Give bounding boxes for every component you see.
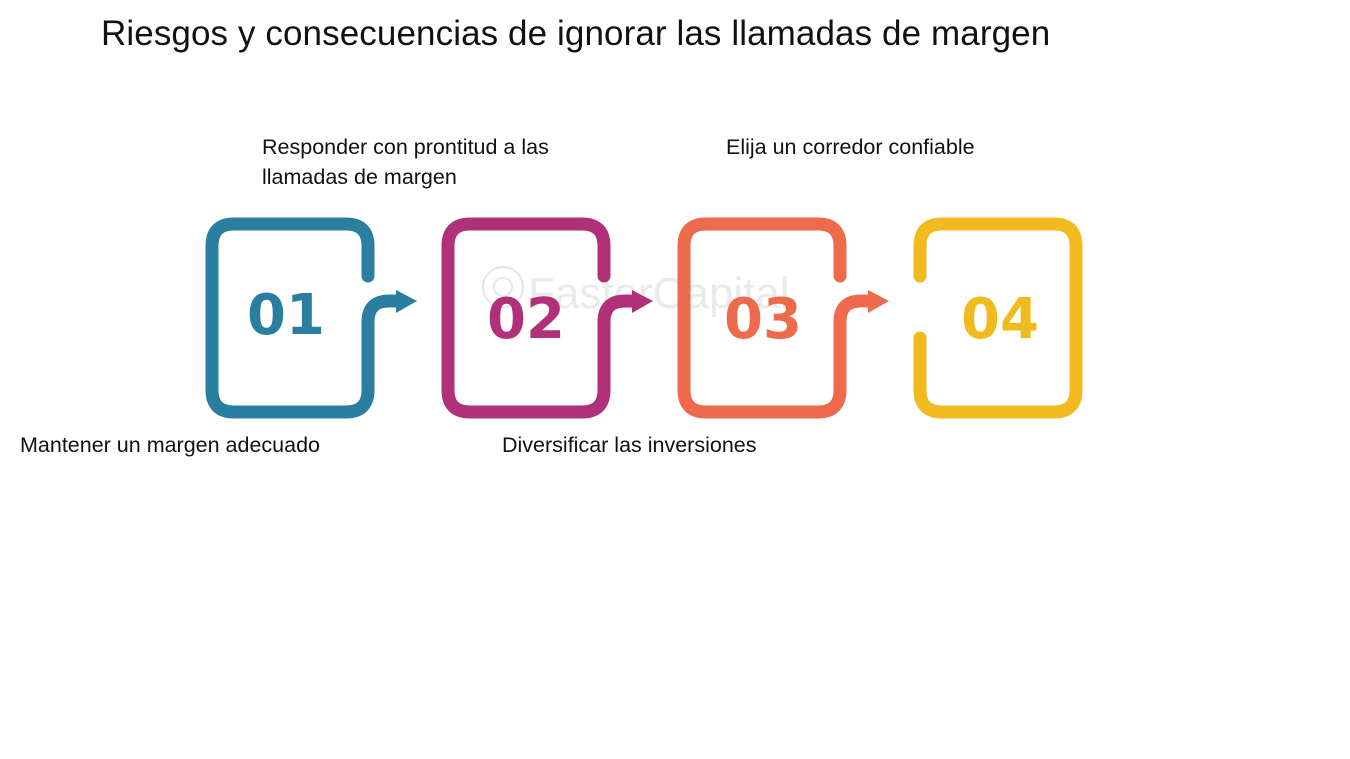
step-1-number: 01 — [247, 283, 325, 348]
step-3-label: Diversificar las inversiones — [502, 433, 757, 457]
step-4-number: 04 — [961, 287, 1039, 352]
watermark-text: FasterCapital — [528, 269, 790, 318]
step-3-box: 03 — [677, 217, 889, 419]
step-4-label: Elija un corredor confiable — [726, 135, 975, 159]
gear-icon — [482, 266, 524, 308]
step-3-frame — [677, 217, 877, 419]
step-1-box: 01 — [205, 217, 417, 419]
step-2-box: 02 — [441, 217, 653, 419]
watermark: FasterCapital — [482, 266, 790, 318]
step-4-frame — [913, 217, 1083, 419]
step-2-frame — [441, 217, 641, 419]
step-4-box: 04 — [913, 217, 1083, 419]
step-2-number: 02 — [487, 287, 565, 352]
step-2-label: Responder con prontitud a las llamadas d… — [262, 135, 549, 189]
page-title: Riesgos y consecuencias de ignorar las l… — [101, 14, 1051, 53]
arrow-icon — [868, 290, 889, 313]
arrow-icon — [632, 290, 653, 313]
step-1-frame — [205, 217, 405, 419]
arrow-icon — [396, 290, 417, 313]
step-3-number: 03 — [724, 287, 802, 352]
step-1-label: Mantener un margen adecuado — [20, 433, 321, 457]
